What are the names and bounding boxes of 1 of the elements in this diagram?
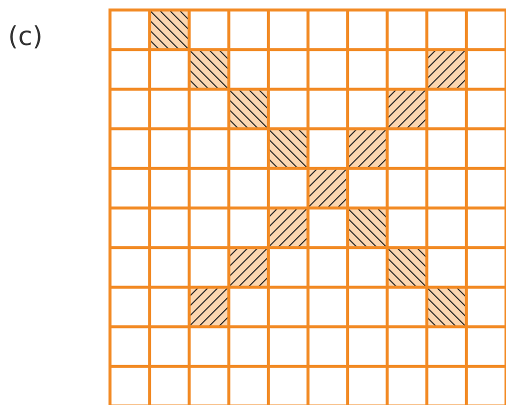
panel-label: (c) bbox=[8, 22, 43, 52]
